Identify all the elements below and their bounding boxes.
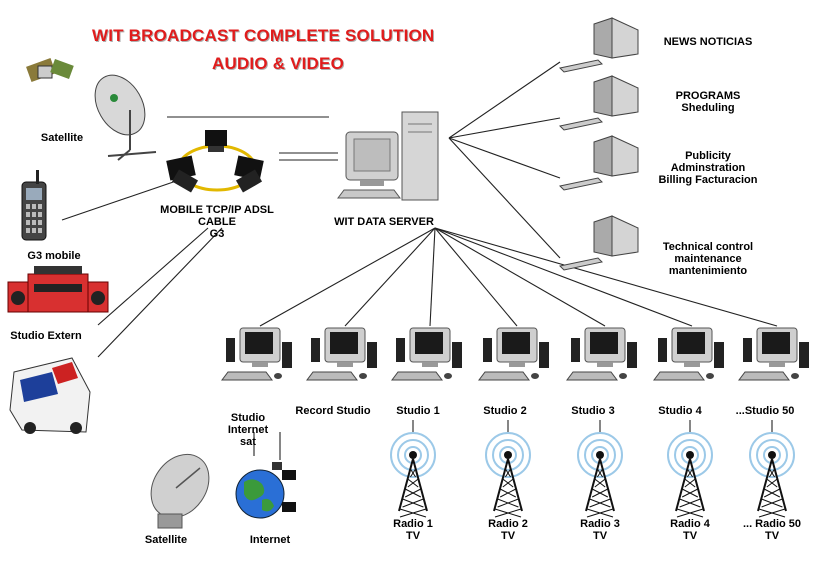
studio-label-line: Record Studio (295, 405, 371, 417)
studio-label: Studio 3 (543, 405, 643, 417)
server-to-studio-line (434, 227, 778, 327)
server-to-monitor-line (448, 61, 561, 139)
van-to-hub-line (97, 227, 223, 358)
tower-label-line: Radio 3 (580, 518, 620, 530)
tower-label-line: TV (592, 530, 608, 542)
radio-tower-icon (577, 432, 623, 518)
van-icon (9, 357, 91, 434)
management-label-line: Publicity (685, 150, 731, 162)
tower-label-line: TV (405, 530, 421, 542)
connection-lines (61, 61, 778, 460)
stereo-icon (7, 266, 109, 313)
workstation-icon (566, 327, 637, 381)
studio-label-line: Studio 4 (658, 405, 702, 417)
mobile-network-label-line: G3 (209, 228, 225, 240)
management-label-line: Technical control (662, 241, 754, 253)
monitor-icon (558, 215, 639, 271)
studio-label-line: Studio 2 (483, 405, 527, 417)
mobile-network-hub-icon (166, 130, 264, 193)
mobile-network-label-line: CABLE (198, 216, 236, 228)
tower-label-line: TV (764, 530, 780, 542)
management-label-line: maintenance (674, 253, 742, 265)
management-label-line: Sheduling (681, 102, 735, 114)
tower-label-line: Radio 4 (670, 518, 710, 530)
management-label-line: NEWS NOTICIAS (663, 36, 753, 48)
tower-label-line: ... Radio 50 (742, 518, 802, 530)
icons-layer (7, 17, 809, 529)
management-label-line: PROGRAMS (675, 90, 741, 102)
management-label: NEWS NOTICIAS (633, 36, 783, 48)
diagram-subtitle: AUDIO & VIDEO (212, 54, 345, 73)
phone-to-hub-line (61, 177, 186, 221)
stereo-to-hub-line (97, 227, 209, 326)
studio-label: Record Studio (283, 405, 383, 417)
server-to-studio-line (434, 227, 693, 327)
radio-tower-icon (667, 432, 713, 518)
workstation-icon (478, 327, 549, 381)
studio-label: Studio 2 (455, 405, 555, 417)
tower-label-line: Radio 2 (488, 518, 528, 530)
server-to-monitor-line (448, 117, 561, 139)
uplink-internet-label: Internet (249, 534, 291, 546)
studio-label-line: Studio 3 (571, 405, 615, 417)
studio-label-line: ...Studio 50 (735, 405, 795, 417)
monitor-icon (558, 135, 639, 191)
studio-extern-label: Studio Extern (10, 330, 82, 342)
dish-icon (94, 74, 157, 161)
diagram-title: WIT BROADCAST COMPLETE SOLUTION (92, 26, 435, 45)
mobile-network-label-line: MOBILE TCP/IP ADSL (160, 204, 274, 216)
mobile-phone-icon (21, 170, 47, 241)
g3-mobile-label: G3 mobile (27, 250, 81, 262)
tower-label-line: TV (682, 530, 698, 542)
satellite-source-label: Satellite (40, 132, 84, 144)
dish-icon (150, 453, 210, 529)
management-label-line: Adminstration (670, 162, 746, 174)
uplink-satellite-label: Satellite (144, 534, 188, 546)
tower-label-line: Radio 1 (393, 518, 433, 530)
management-label-line: mantenimiento (668, 265, 748, 277)
server-label: WIT DATA SERVER (334, 216, 434, 228)
management-label-line: Billing Facturacion (658, 174, 758, 186)
studio-label: Studio 1 (368, 405, 468, 417)
workstation-icon (738, 327, 809, 381)
server-to-studio-line (434, 227, 606, 327)
globe-icon (235, 462, 296, 519)
studio-label-line: Internet (227, 424, 269, 436)
workstation-icon (221, 327, 292, 381)
monitor-icon (558, 17, 639, 73)
server-to-studio-line (429, 227, 436, 327)
studio-label: ...Studio 50 (715, 405, 815, 417)
server-to-studio-line (434, 227, 518, 327)
radio-tower-icon (485, 432, 531, 518)
monitor-icon (558, 75, 639, 131)
server-icon (337, 111, 439, 201)
server-to-studio-line (344, 227, 436, 327)
workstation-icon (391, 327, 462, 381)
satellite-icon (26, 58, 74, 82)
studio-label-line: sat (240, 436, 256, 448)
studio-label-line: Studio (230, 412, 266, 424)
workstation-icon (306, 327, 377, 381)
studio-label-line: Studio 1 (396, 405, 440, 417)
tower-label-line: TV (500, 530, 516, 542)
server-to-monitor-line (448, 137, 561, 259)
workstation-icon (653, 327, 724, 381)
radio-tower-icon (749, 432, 795, 518)
server-to-studio-line (259, 227, 436, 327)
server-to-monitor-line (448, 137, 561, 179)
studio-label: Studio 4 (630, 405, 730, 417)
radio-tower-icon (390, 432, 436, 518)
